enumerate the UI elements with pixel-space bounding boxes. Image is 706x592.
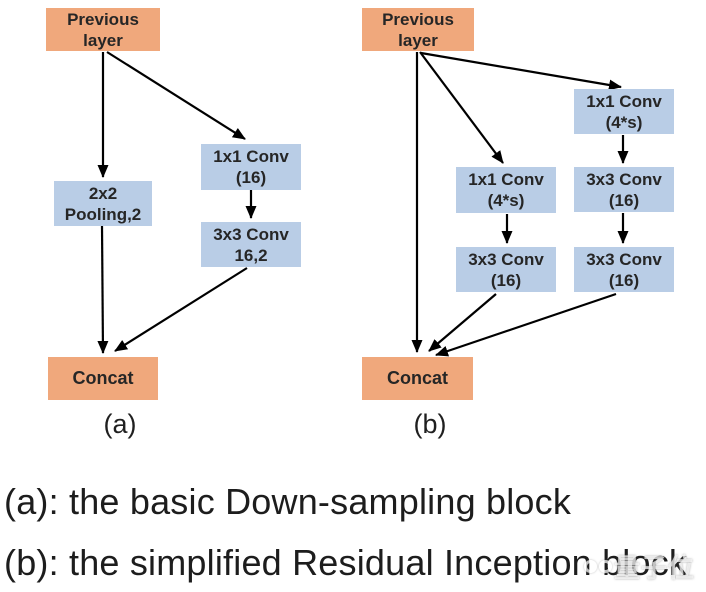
- arrow-b-mid-branch-to-concat: [428, 293, 497, 352]
- node-b-previous-layer: Previous layer: [362, 8, 474, 51]
- diagram-a-label: (a): [103, 409, 137, 439]
- node-a-conv-1x1: 1x1 Conv (16): [201, 144, 301, 190]
- node-a-previous-layer: Previous layer: [46, 8, 160, 51]
- arrow-a-conv3x3-to-concat: [114, 267, 248, 352]
- diagram-b-label: (b): [413, 409, 447, 439]
- node-b-mid-conv-3x3: 3x3 Conv (16): [456, 247, 556, 292]
- arrow-a-pooling-to-concat: [97, 225, 109, 354]
- caption-line-b: (b): the simplified Residual Inception b…: [4, 542, 688, 583]
- node-a-pooling: 2x2 Pooling,2: [54, 181, 152, 226]
- node-a-concat: Concat: [48, 357, 158, 400]
- node-b-right-conv-3x3-2: 3x3 Conv (16): [574, 247, 674, 292]
- node-b-right-conv-3x3-1: 3x3 Conv (16): [574, 167, 674, 212]
- caption-line-a: (a): the basic Down-sampling block: [4, 481, 572, 522]
- node-a-conv-3x3: 3x3 Conv 16,2: [201, 222, 301, 267]
- arrow-b-prev-to-mid-conv1x1: [419, 51, 504, 164]
- node-b-right-conv-1x1: 1x1 Conv (4*s): [574, 89, 674, 134]
- node-b-mid-conv-1x1: 1x1 Conv (4*s): [456, 167, 556, 213]
- arrow-a-prev-to-conv1x1: [106, 51, 246, 140]
- node-b-concat: Concat: [362, 357, 473, 400]
- arrow-b-right-branch-to-concat: [435, 292, 617, 357]
- arrow-b-prev-to-right-conv1x1: [420, 51, 622, 91]
